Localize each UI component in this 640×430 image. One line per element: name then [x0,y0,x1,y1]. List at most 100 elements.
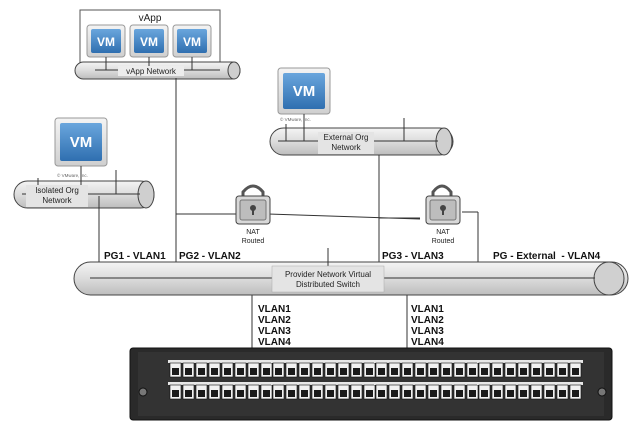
nat-label: Routed [432,238,455,245]
switch-port-socket [546,390,553,397]
switch-port-socket [237,368,244,375]
port-label-strip [374,382,480,385]
switch-port-socket [172,390,179,397]
vlan-label: VLAN3 [258,326,291,337]
port-group-label: PG2 - VLAN2 [179,251,241,262]
vapp-container: vApp VM VM VM [79,9,221,68]
trunk-vlans-right: VLAN1 VLAN2 VLAN3 VLAN4 [411,304,444,348]
switch-port-socket [404,390,411,397]
switch-port-socket [353,368,360,375]
switch-port-socket [494,368,501,375]
provider-distributed-switch-pipe: Provider Network Virtual Distributed Swi… [73,248,629,296]
vm-label: VM [183,35,201,49]
nat-router-1: NAT Routed [235,184,271,245]
isolated-org-network-label: Isolated Org [35,186,79,195]
switch-port-socket [185,368,192,375]
switch-port-socket [301,390,308,397]
switch-port-socket [469,368,476,375]
port-label-strip [477,382,583,385]
switch-port-socket [391,390,398,397]
switch-port-socket [185,390,192,397]
switch-port-socket [559,390,566,397]
physical-switch-panel [129,347,613,421]
vm-label: VM [70,134,93,151]
external-org-network-label: Network [331,143,361,152]
switch-port-socket [494,390,501,397]
switch-port-socket [391,368,398,375]
nat-label: Routed [242,238,265,245]
vlan-label: VLAN1 [258,304,291,315]
switch-port-socket [378,368,385,375]
switch-port-socket [314,368,321,375]
switch-port-socket [340,368,347,375]
vlan-label: VLAN3 [411,326,444,337]
switch-port-socket [172,368,179,375]
switch-port-socket [224,368,231,375]
vapp-title: vApp [139,13,162,24]
vm-label: VM [293,83,316,100]
switch-port-socket [288,390,295,397]
external-org-network-pipe: External Org Network [269,114,454,156]
port-label-strip [271,360,377,363]
vapp-network-label: vApp Network [126,67,177,76]
provider-switch-label: Provider Network Virtual [285,270,371,279]
switch-port-socket [237,390,244,397]
port-group-label: PG3 - VLAN3 [382,251,444,262]
isolated-org-network-pipe: Isolated Org Network [13,166,155,209]
switch-port-socket [327,390,334,397]
external-org-vm: VM © VMware, Inc. [277,67,331,122]
switch-port-socket [340,390,347,397]
switch-port-socket [456,368,463,375]
switch-port-socket [430,390,437,397]
switch-port-socket [507,390,514,397]
port-label-strip [168,360,274,363]
switch-port-socket [520,368,527,375]
vlan-label: VLAN2 [411,315,444,326]
vm-caption: © VMware, Inc. [280,116,311,122]
switch-port-socket [366,390,373,397]
switch-port-socket [250,368,257,375]
vm-icon: VM [86,24,126,58]
switch-port-socket [224,390,231,397]
port-label-strip [477,360,583,363]
switch-port-socket [572,368,579,375]
switch-port-socket [520,390,527,397]
external-org-network-label: External Org [324,133,369,142]
port-group-label: PG - External - VLAN4 [493,251,601,262]
trunk-vlans-left: VLAN1 VLAN2 VLAN3 VLAN4 [258,304,291,348]
switch-port-socket [198,368,205,375]
switch-port-socket [378,390,385,397]
switch-port-socket [263,368,270,375]
switch-port-socket [250,390,257,397]
isolated-org-vm: VM © VMware, Inc. [54,117,108,178]
switch-port-socket [404,368,411,375]
vapp-network-pipe: vApp Network [74,57,241,80]
switch-port-socket [263,390,270,397]
switch-port-socket [443,368,450,375]
switch-port-socket [353,390,360,397]
switch-port-socket [481,368,488,375]
vlan-label: VLAN4 [411,337,444,348]
switch-port-socket [275,368,282,375]
switch-port-socket [533,368,540,375]
port-label-strip [374,360,480,363]
port-label-strip [168,382,274,385]
port-label-strip [271,382,377,385]
nat-label: NAT [246,229,260,236]
port-group-label: PG1 - VLAN1 [104,251,166,262]
switch-ports [168,360,583,400]
switch-port-socket [211,390,218,397]
vlan-label: VLAN2 [258,315,291,326]
switch-port-socket [456,390,463,397]
vm-label: VM [140,35,158,49]
switch-port-socket [430,368,437,375]
isolated-org-network-label: Network [42,196,72,205]
switch-port-socket [546,368,553,375]
switch-port-socket [417,390,424,397]
switch-port-socket [533,390,540,397]
switch-port-socket [443,390,450,397]
provider-switch-label: Distributed Switch [296,280,360,289]
vlan-label: VLAN1 [411,304,444,315]
vm-label: VM [97,35,115,49]
